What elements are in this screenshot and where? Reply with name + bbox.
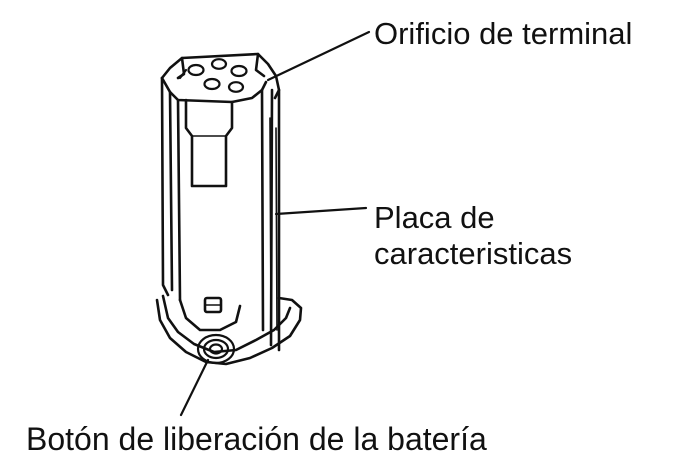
leader-lines: [179, 30, 371, 417]
leader-line-plate: [274, 206, 368, 216]
leader-line-terminal: [266, 30, 371, 82]
leader-line-button: [179, 358, 210, 417]
label-release-button: Botón de liberación de la batería: [26, 421, 487, 457]
label-terminal-hole: Orificio de terminal: [374, 16, 633, 51]
label-rating-plate-line1: Placa de: [374, 200, 495, 235]
release-button-graphic: [196, 333, 236, 365]
label-rating-plate-line2: caracteristicas: [374, 236, 573, 271]
terminal-holes: [178, 58, 248, 93]
battery-body: [160, 52, 281, 352]
battery-base: [155, 294, 303, 366]
label-rating-plate: Placa de caracteristicas: [374, 200, 572, 272]
